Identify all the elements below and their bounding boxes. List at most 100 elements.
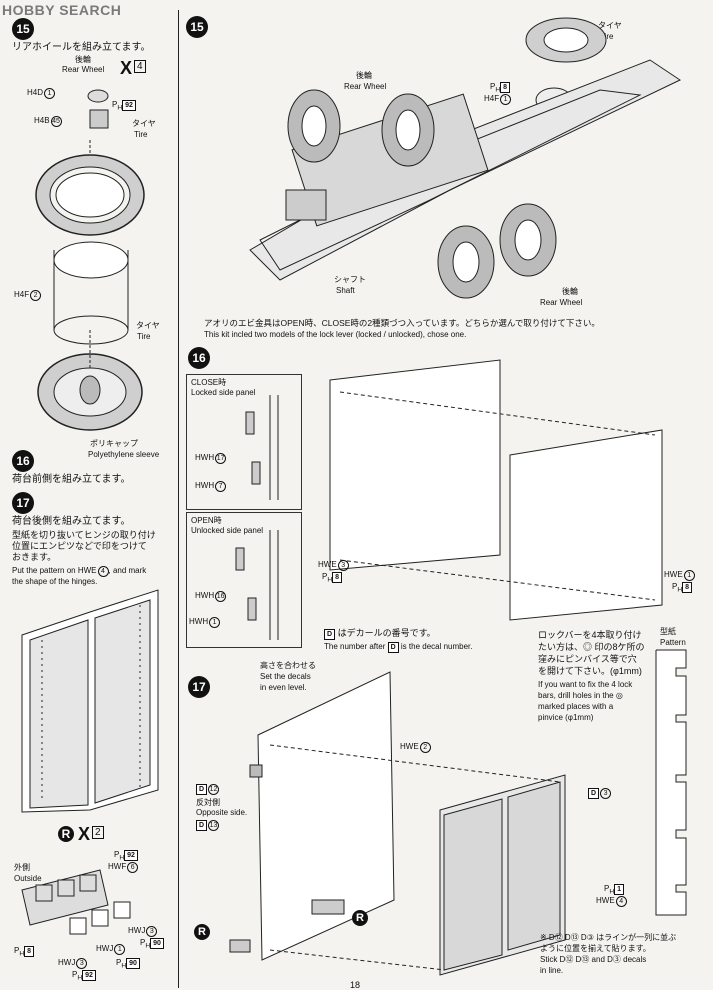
lockbar-en-4: pinvice (φ1mm) [538,713,594,722]
decal-note-en: The number after D is the decal number. [324,642,473,653]
quantity-count: 4 [134,60,146,73]
step-16-title: 荷台前側を組み立てます。 [12,474,131,485]
lockbar-en-3: marked places with a [538,702,614,711]
tire-en-a: Tire [134,130,148,139]
step-16-badge-left: 16 [12,450,34,472]
quantity-x-icon: X [120,58,133,78]
step-17-instruction-jp-2: 位置にエンピツなどで印をつけて [12,541,147,551]
stick-note-jp-2: ように位置を揃えて貼ります。 [540,944,651,953]
shaft-jp: シャフト [334,275,366,284]
step-17-title: 荷台後側を組み立てます。 [12,516,131,527]
open-en: Unlocked side panel [191,526,264,535]
stick-note-en-2: in line. [540,966,564,975]
rear-wheel-en-right-a: Rear Wheel [344,82,387,91]
opposite-en: Opposite side. [196,808,248,817]
rear-wheel-exploded-drawing [35,89,145,431]
tire-en-right: Tire [600,32,614,41]
decal-note-jp: D はデカールの番号です。 [324,628,436,640]
rear-wheel-en: Rear Wheel [62,65,105,74]
height-note-jp: 高さを合わせる [260,661,316,670]
poly-sleeve-jp: ポリキャップ [90,439,138,448]
lockbar-jp-2: たい方は、◎ 印の8ケ所の [538,642,645,652]
quantity-count-r: 2 [92,826,104,839]
pattern-jp: 型紙 [660,627,676,636]
height-note-en-1: Set the decals [260,672,311,681]
column-divider [178,10,179,988]
step-16-badge-right: 16 [188,347,210,369]
tire-jp-right: タイヤ [598,21,622,30]
poly-sleeve-en: Polyethylene sleeve [88,450,160,459]
page-number: 18 [350,980,361,990]
close-en: Locked side panel [191,388,256,397]
close-jp: CLOSE時 [191,378,227,387]
stick-note-en-1: Stick D⑫ D⑬ and D③ decals [540,955,647,964]
step-17-instruction-jp-3: おきます。 [12,552,57,562]
runner-r-icon-right-b: R [352,910,368,926]
quantity-x-icon-r: X [78,824,91,844]
open-jp: OPEN時 [191,516,222,525]
step-17-instruction-jp-1: 型紙を切り抜いてヒンジの取り付け [12,530,156,540]
lockbar-jp-3: 窪みにピンバイス等で穴 [538,654,637,664]
rear-wheel-en-right-b: Rear Wheel [540,298,583,307]
step-17-badge-left: 17 [12,492,34,514]
chassis-rear-axle-drawing [249,17,682,299]
step-17-badge-right: 17 [188,676,210,698]
rear-wheel-jp-right-b: 後輪 [562,287,578,296]
lamp-parts-drawing [21,869,131,935]
tailgate-pattern-drawing [21,589,159,813]
runner-r-icon-right-a: R [194,924,210,940]
step-15-badge: 15 [12,18,34,40]
lockbar-en-1: If you want to fix the 4 lock [538,680,633,689]
stick-note-jp-1: ※ D⑫ D⑬ D③ はラインが一列に並ぶ [540,933,677,942]
lock-lever-note-en: This kit incled two models of the lock l… [204,330,467,339]
tire-jp-b: タイヤ [136,321,160,330]
step-17-instruction-en-2: the shape of the hinges. [12,577,98,586]
tire-jp-a: タイヤ [132,119,156,128]
lock-lever-note-jp: アオリのエビ金具はOPEN時、CLOSE時の2種類づつ入っています。どちらか選ん… [204,318,600,328]
height-note-en-2: in even level. [260,683,307,692]
runner-r-icon: R [58,826,74,842]
lockbar-jp-1: ロックバーを4本取り付け [538,630,642,640]
watermark: HOBBY SEARCH [2,2,122,18]
opposite-jp: 反対側 [196,798,220,807]
outside-en: Outside [14,874,42,883]
lockbar-jp-4: を開けて下さい。(φ1mm) [538,666,642,676]
rear-wheel-jp: 後輪 [75,55,91,64]
step-15-badge-right: 15 [186,16,208,38]
step-15-title: リアホイールを組み立てます。 [12,42,151,53]
